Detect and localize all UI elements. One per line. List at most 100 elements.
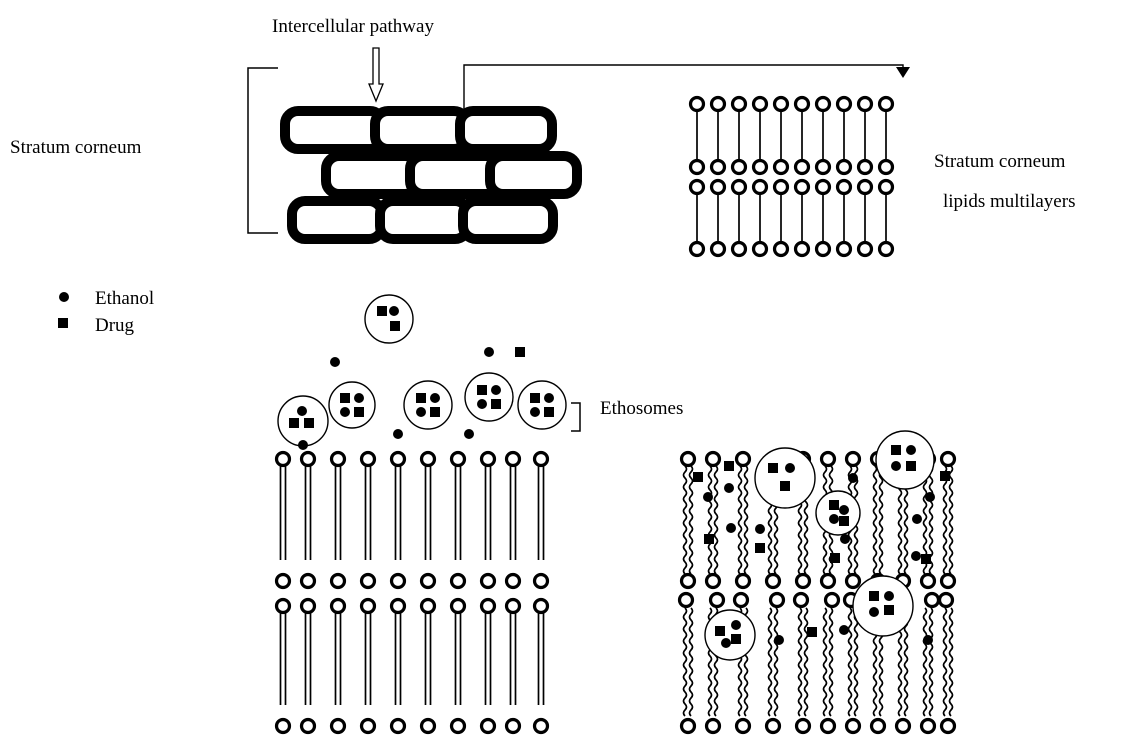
stratum-corneum-bracket (248, 68, 278, 233)
lipid-head (796, 98, 809, 111)
lipid-head (707, 575, 720, 588)
corneocyte-brick (375, 111, 467, 149)
ethanol-molecule (297, 406, 307, 416)
lipid-head (797, 575, 810, 588)
drug-molecule (530, 393, 540, 403)
lipid-head (775, 243, 788, 256)
fluid-lipid-tail (684, 466, 687, 574)
lipid-head (847, 575, 860, 588)
lipid-head (482, 453, 495, 466)
ethanol-molecule (906, 445, 916, 455)
lipid-head (277, 453, 290, 466)
ethanol-molecule (848, 473, 858, 483)
ethanol-molecule (484, 347, 494, 357)
drug-molecule (515, 347, 525, 357)
lipid-head (737, 720, 750, 733)
drug-molecule (884, 605, 894, 615)
lipid-head (302, 600, 315, 613)
lipid-head (482, 600, 495, 613)
drug-molecule (693, 472, 703, 482)
corneocyte-brick (292, 201, 382, 239)
ethanol-molecule (530, 407, 540, 417)
ethosome-vesicle (329, 382, 375, 428)
corneocyte-brick (460, 111, 552, 149)
ethosome-vesicle (705, 610, 755, 660)
ethanol-molecule (774, 635, 784, 645)
fluid-lipid-tail (805, 608, 808, 716)
lipid-head (754, 181, 767, 194)
lipid-head (691, 181, 704, 194)
lipid-head (897, 720, 910, 733)
ethanol-molecule (755, 524, 765, 534)
lipid-head (767, 575, 780, 588)
lipid-head (332, 720, 345, 733)
fluid-lipid-tail (775, 608, 778, 716)
lipid-head (872, 720, 885, 733)
lipid-head (880, 98, 893, 111)
lipid-head (859, 243, 872, 256)
lipid-head (771, 594, 784, 607)
lipid-head (332, 575, 345, 588)
lipid-head (482, 575, 495, 588)
lipid-head (795, 594, 808, 607)
lipid-head (838, 161, 851, 174)
ethanol-molecule (703, 492, 713, 502)
ethanol-molecule (840, 534, 850, 544)
lipid-head (817, 161, 830, 174)
drug-molecule (724, 461, 734, 471)
lipid-head (847, 720, 860, 733)
lipid-head (691, 98, 704, 111)
lipid-head (922, 720, 935, 733)
ethanol-molecule (389, 306, 399, 316)
drug-molecule (289, 418, 299, 428)
ethanol-molecule (721, 638, 731, 648)
drug-molecule (780, 481, 790, 491)
lipid-head (754, 161, 767, 174)
lipid-head (737, 453, 750, 466)
lipid-head (942, 720, 955, 733)
sc-lipids-label-line1: Stratum corneum (934, 152, 1065, 171)
fluid-lipid-tail (715, 466, 718, 574)
corneocyte-brick (326, 156, 418, 194)
lipid-head (682, 720, 695, 733)
lipid-head (707, 453, 720, 466)
drug-molecule (755, 543, 765, 553)
drug-molecule (340, 393, 350, 403)
fluidized-bilayer-group (680, 453, 955, 733)
ethanol-molecule (416, 407, 426, 417)
ethanol-molecule (544, 393, 554, 403)
drug-molecule (807, 627, 817, 637)
lipid-head (754, 98, 767, 111)
lipid-head (940, 594, 953, 607)
lipid-head (507, 453, 520, 466)
pathway-arrow-icon (369, 48, 383, 101)
ethanol-molecule (726, 523, 736, 533)
drug-molecule (491, 399, 501, 409)
ethanol-molecule (724, 483, 734, 493)
drug-molecule (377, 306, 387, 316)
lipid-head (942, 453, 955, 466)
lipid-head (277, 720, 290, 733)
lipid-head (392, 600, 405, 613)
lipid-head (392, 575, 405, 588)
lipid-head (535, 720, 548, 733)
drug-molecule (704, 534, 714, 544)
ethanol-molecule (430, 393, 440, 403)
ethanol-molecule (330, 357, 340, 367)
drug-molecule (921, 554, 931, 564)
fluid-lipid-tail (874, 466, 877, 574)
fluid-lipid-tail (849, 608, 852, 716)
ethanol-molecule (869, 607, 879, 617)
lipid-head (826, 594, 839, 607)
lipid-head (452, 453, 465, 466)
ethosomes-bracket (571, 403, 580, 431)
ethanol-molecule (393, 429, 403, 439)
ethosome-vesicle (365, 295, 413, 343)
ethosomes-label: Ethosomes (600, 399, 683, 418)
ethanol-legend-label: Ethanol (95, 289, 154, 308)
fluid-lipid-tail (930, 608, 933, 716)
drug-molecule (430, 407, 440, 417)
lipid-head (859, 98, 872, 111)
lipid-head (452, 600, 465, 613)
lipid-head (302, 720, 315, 733)
